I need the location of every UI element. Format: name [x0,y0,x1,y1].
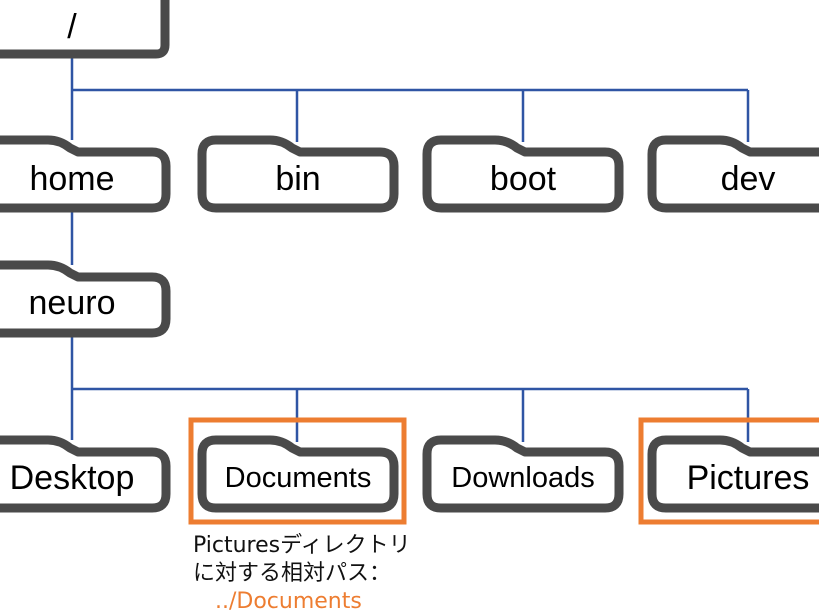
bin-folder-icon[interactable] [197,135,399,213]
bin-label: bin [275,160,321,198]
root-folder-icon[interactable] [0,0,170,59]
documents-folder-icon[interactable] [197,435,399,513]
downloads-label: Downloads [451,462,595,494]
dev-label: dev [720,160,776,198]
relative-path-annotation: Picturesディレクトリ に対する相対パス： ../Documents [193,532,411,616]
documents-highlight-box [188,417,407,525]
pictures-highlight-box [638,417,819,525]
dev-folder-icon[interactable] [647,135,819,213]
root-label: / [67,8,77,46]
documents-label: Documents [224,462,372,494]
home-folder-icon[interactable] [0,135,171,213]
desktop-folder-icon[interactable] [0,435,171,513]
pictures-label: Pictures [686,459,810,497]
boot-label: boot [489,160,557,198]
connectors [70,58,750,442]
downloads-folder-icon[interactable] [422,435,624,513]
annotation-relative-path: ../Documents [215,589,362,614]
boot-folder-icon[interactable] [422,135,624,213]
annotation-line-2: に対する相対パス： [193,561,392,586]
folders [0,135,819,513]
neuro-folder-icon[interactable] [0,260,171,338]
annotation-line-1: Picturesディレクトリ [193,533,411,558]
pictures-folder-icon[interactable] [647,435,819,513]
home-label: home [29,160,115,198]
desktop-label: Desktop [9,459,135,497]
neuro-label: neuro [28,284,116,322]
directory-tree-diagram [0,0,819,525]
